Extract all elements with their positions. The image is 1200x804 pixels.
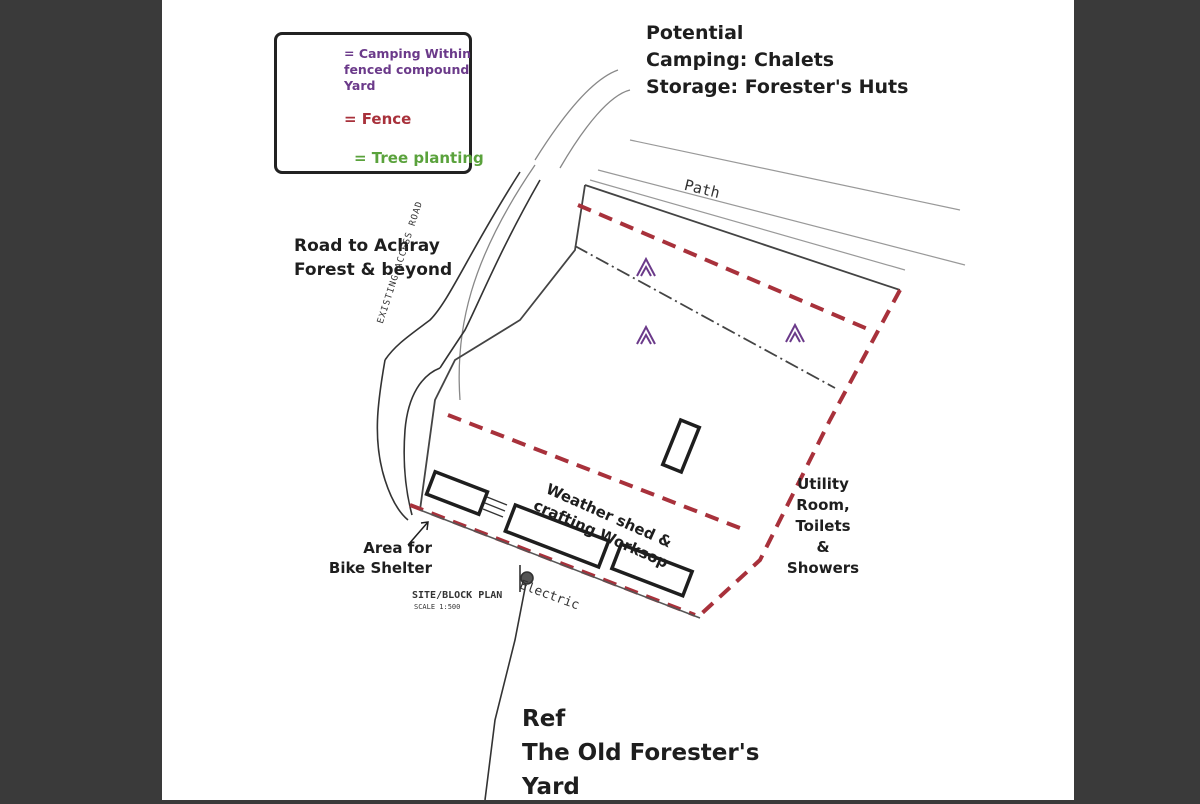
reference-line3: Yard <box>522 774 580 800</box>
road-edge-inner <box>458 164 536 401</box>
bike-shelter-building <box>424 469 490 517</box>
bike-stand-line <box>486 496 508 506</box>
buildings <box>424 417 702 599</box>
header-line-storage: Storage: Forester's Huts <box>646 76 909 98</box>
compound-outline <box>419 184 901 511</box>
path-strip <box>589 139 966 271</box>
arrow-shaft <box>407 521 429 546</box>
path-edge-top <box>597 169 966 266</box>
reference-title: Ref The Old Forester's Yard <box>522 702 759 804</box>
road-to-achray <box>458 69 631 401</box>
utility-label-line4: & <box>816 538 830 556</box>
utility-label: Utility Room, Toilets & Showers <box>783 474 863 579</box>
tent-icon <box>636 256 656 277</box>
bike-shelter-label-line2: Bike Shelter <box>328 559 432 577</box>
legend-fence-label: = Fence <box>344 110 412 128</box>
scale-caption: SCALE 1:500 <box>414 603 461 611</box>
compound-south-boundary <box>419 509 701 619</box>
reference-line2: The Old Forester's <box>522 740 760 766</box>
road-label-line1: Road to Achray <box>294 236 440 256</box>
road-edge-upper-right <box>559 89 631 169</box>
electric-connection-point <box>520 571 534 585</box>
bike-stand-line <box>484 502 506 512</box>
fence-lines <box>409 203 902 617</box>
electric-supply <box>484 565 534 800</box>
utility-label-line5: Showers <box>786 559 860 577</box>
fence-middle <box>447 413 746 532</box>
existing-access-road <box>376 171 541 521</box>
reference-line1: Ref <box>522 706 566 732</box>
fence-north <box>577 203 871 332</box>
weather-shed-building <box>503 502 611 570</box>
site-plan-caption: SITE/BLOCK PLAN <box>412 590 503 601</box>
legend-tree-label: = Tree planting <box>354 149 484 167</box>
fence-east <box>698 289 902 617</box>
header-line-camping: Camping: Chalets <box>646 49 835 71</box>
legend-box <box>274 32 472 174</box>
tent-icon <box>636 324 656 345</box>
bike-stand-line <box>482 508 504 518</box>
header-line-potential: Potential <box>646 22 744 44</box>
access-road-edge-inner <box>439 179 541 369</box>
bike-stands <box>482 496 508 518</box>
path-edge-far <box>629 139 961 211</box>
compound-west-boundary <box>419 184 586 511</box>
bike-shelter-arrow <box>407 521 429 546</box>
access-road-lower-outer <box>376 359 409 521</box>
fence-south <box>409 503 696 617</box>
workshop-building <box>609 541 695 599</box>
electric-cable <box>484 577 528 800</box>
utility-label-line1: Utility <box>797 475 849 493</box>
legend-camping-label: = Camping Within fenced compound Yard <box>344 46 472 93</box>
bike-shelter-label: Area for Bike Shelter <box>322 538 432 578</box>
field-divider <box>574 245 836 389</box>
road-label: Road to Achray Forest & beyond <box>294 234 452 282</box>
road-label-line2: Forest & beyond <box>294 260 453 280</box>
header-notes: Potential Camping: Chalets Storage: Fore… <box>646 20 908 101</box>
path-edge-mid <box>589 179 906 271</box>
utility-building <box>660 417 702 475</box>
road-edge-upper-left <box>534 69 619 161</box>
access-road-lower-inner <box>403 367 441 516</box>
tent-icon <box>785 322 805 343</box>
camping-markers <box>636 256 805 345</box>
bike-shelter-label-line1: Area for <box>363 539 432 557</box>
arrow-head <box>420 521 429 531</box>
utility-label-line3: Toilets <box>795 517 851 535</box>
compound-north-boundary <box>584 184 901 291</box>
access-road-edge-outer <box>384 171 521 361</box>
utility-label-line2: Room, <box>796 496 850 514</box>
